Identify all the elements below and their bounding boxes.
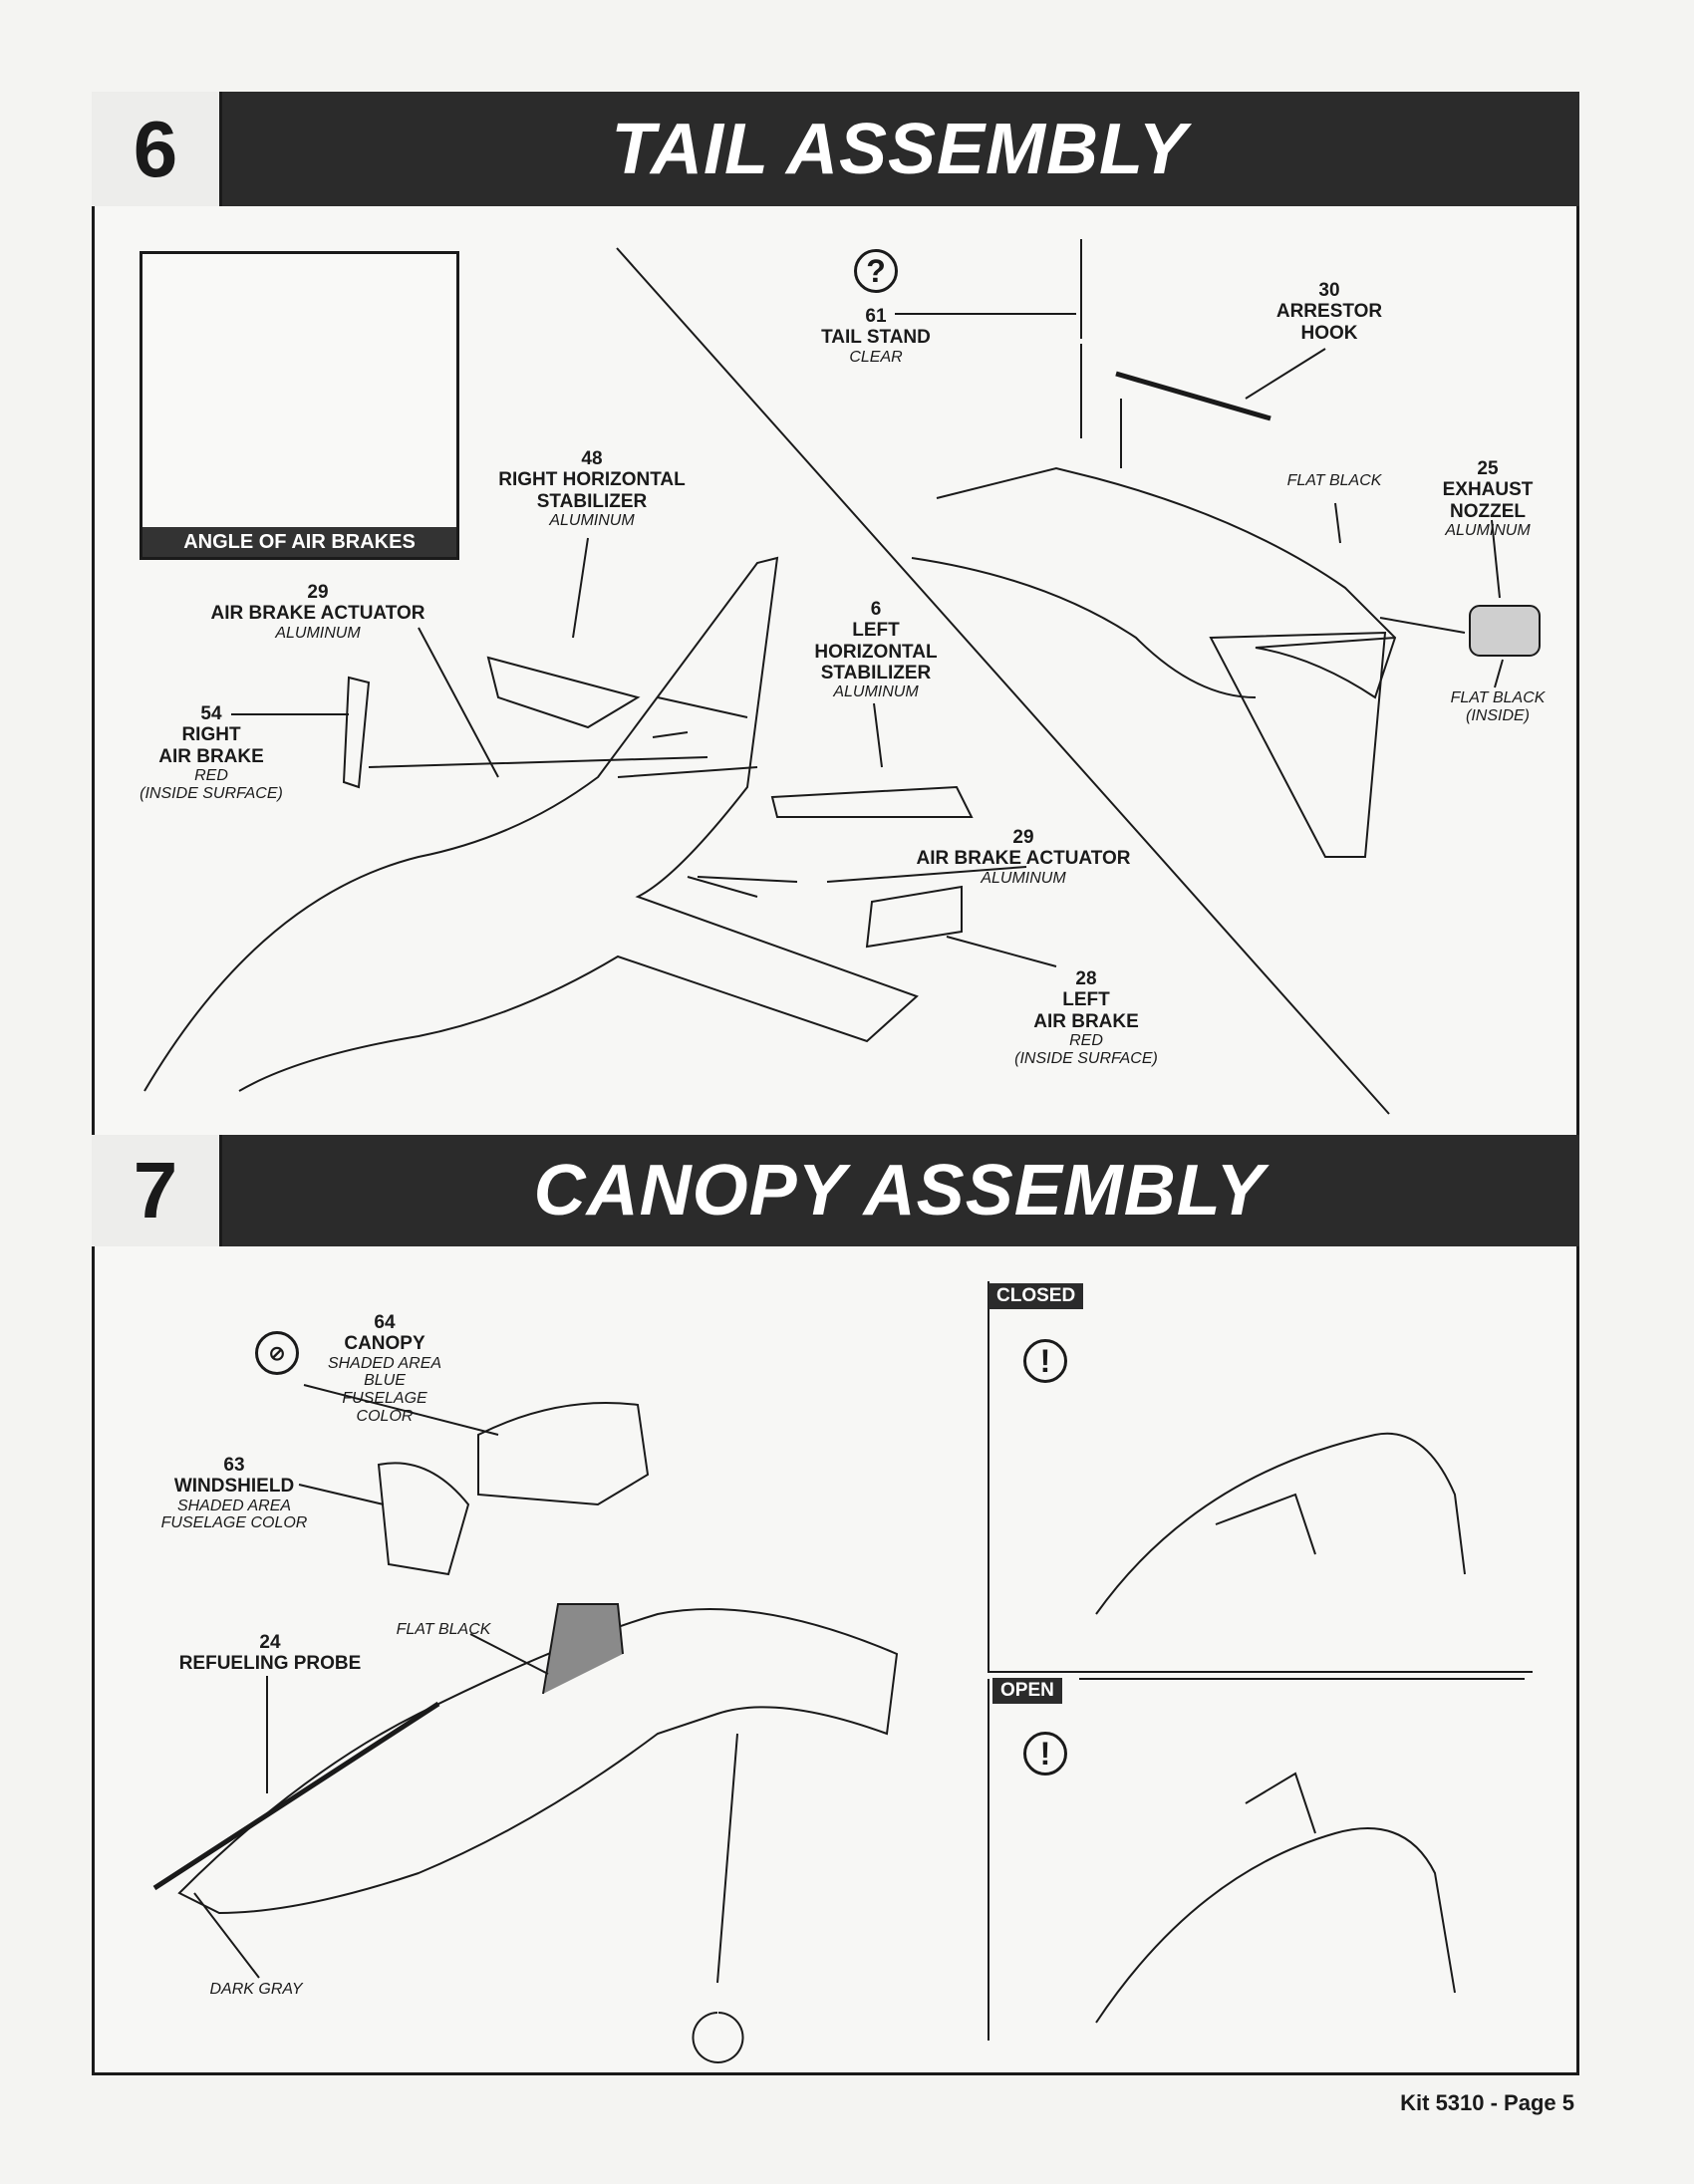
question-icon: ? [854,249,898,293]
air-brake-angle-inset: ANGLE OF AIR BRAKES [140,251,459,560]
open-view-aircraft [1095,1772,1456,2024]
paint-note-dark-gray: DARK GRAY [209,1981,303,1998]
rear-fuselage [911,466,1397,699]
step-title: CANOPY ASSEMBLY [533,1151,1266,1230]
arrows [368,731,798,898]
step-6-header: 6 TAIL ASSEMBLY [92,92,1579,206]
flat-black-cockpit [542,1603,624,1695]
paint-note-flat-black-inside: FLAT BLACK(INSIDE) [1450,689,1546,724]
right-air-brake-part [342,676,371,789]
paint-note-flat-black: FLAT BLACK [1286,472,1382,489]
tail-stand-part [1080,239,1122,468]
page-footer: Kit 5310 - Page 5 [1400,2090,1574,2115]
paint-note-flat-black: FLAT BLACK [396,1621,491,1638]
exhaust-nozzle-part [1469,605,1541,657]
left-air-brake-part [865,885,963,949]
step-title: TAIL ASSEMBLY [611,109,1188,189]
open-view-label: OPEN [992,1678,1062,1704]
refueling-probe-part [152,1701,440,1891]
no-glue-icon: ⊘ [255,1331,299,1375]
exclamation-icon: ! [1023,1339,1067,1383]
landing-gear [692,1733,744,2063]
canopy-part [477,1402,650,1506]
closed-view-label: CLOSED [988,1283,1084,1309]
windshield-part [377,1462,470,1576]
inset-caption: ANGLE OF AIR BRAKES [142,527,456,557]
vertical-tail [1209,631,1387,858]
leader-lines-7 [193,1384,549,1979]
canopy-step-aircraft [177,1608,899,1915]
view-panel-borders [988,1281,1533,2041]
step-number: 7 [92,1135,222,1246]
right-stabilizer-part [486,656,641,729]
step-number: 6 [92,92,222,206]
step-7-header: 7 CANOPY ASSEMBLY [92,1135,1579,1246]
left-stabilizer-part [770,785,974,818]
exclamation-icon: ! [1023,1732,1067,1775]
aircraft-fuselage [143,556,919,1092]
tail-detail [617,696,758,778]
divider-diagonal [616,247,1390,1115]
closed-view-aircraft [1095,1432,1466,1615]
arrestor-hook-part [1115,371,1271,421]
